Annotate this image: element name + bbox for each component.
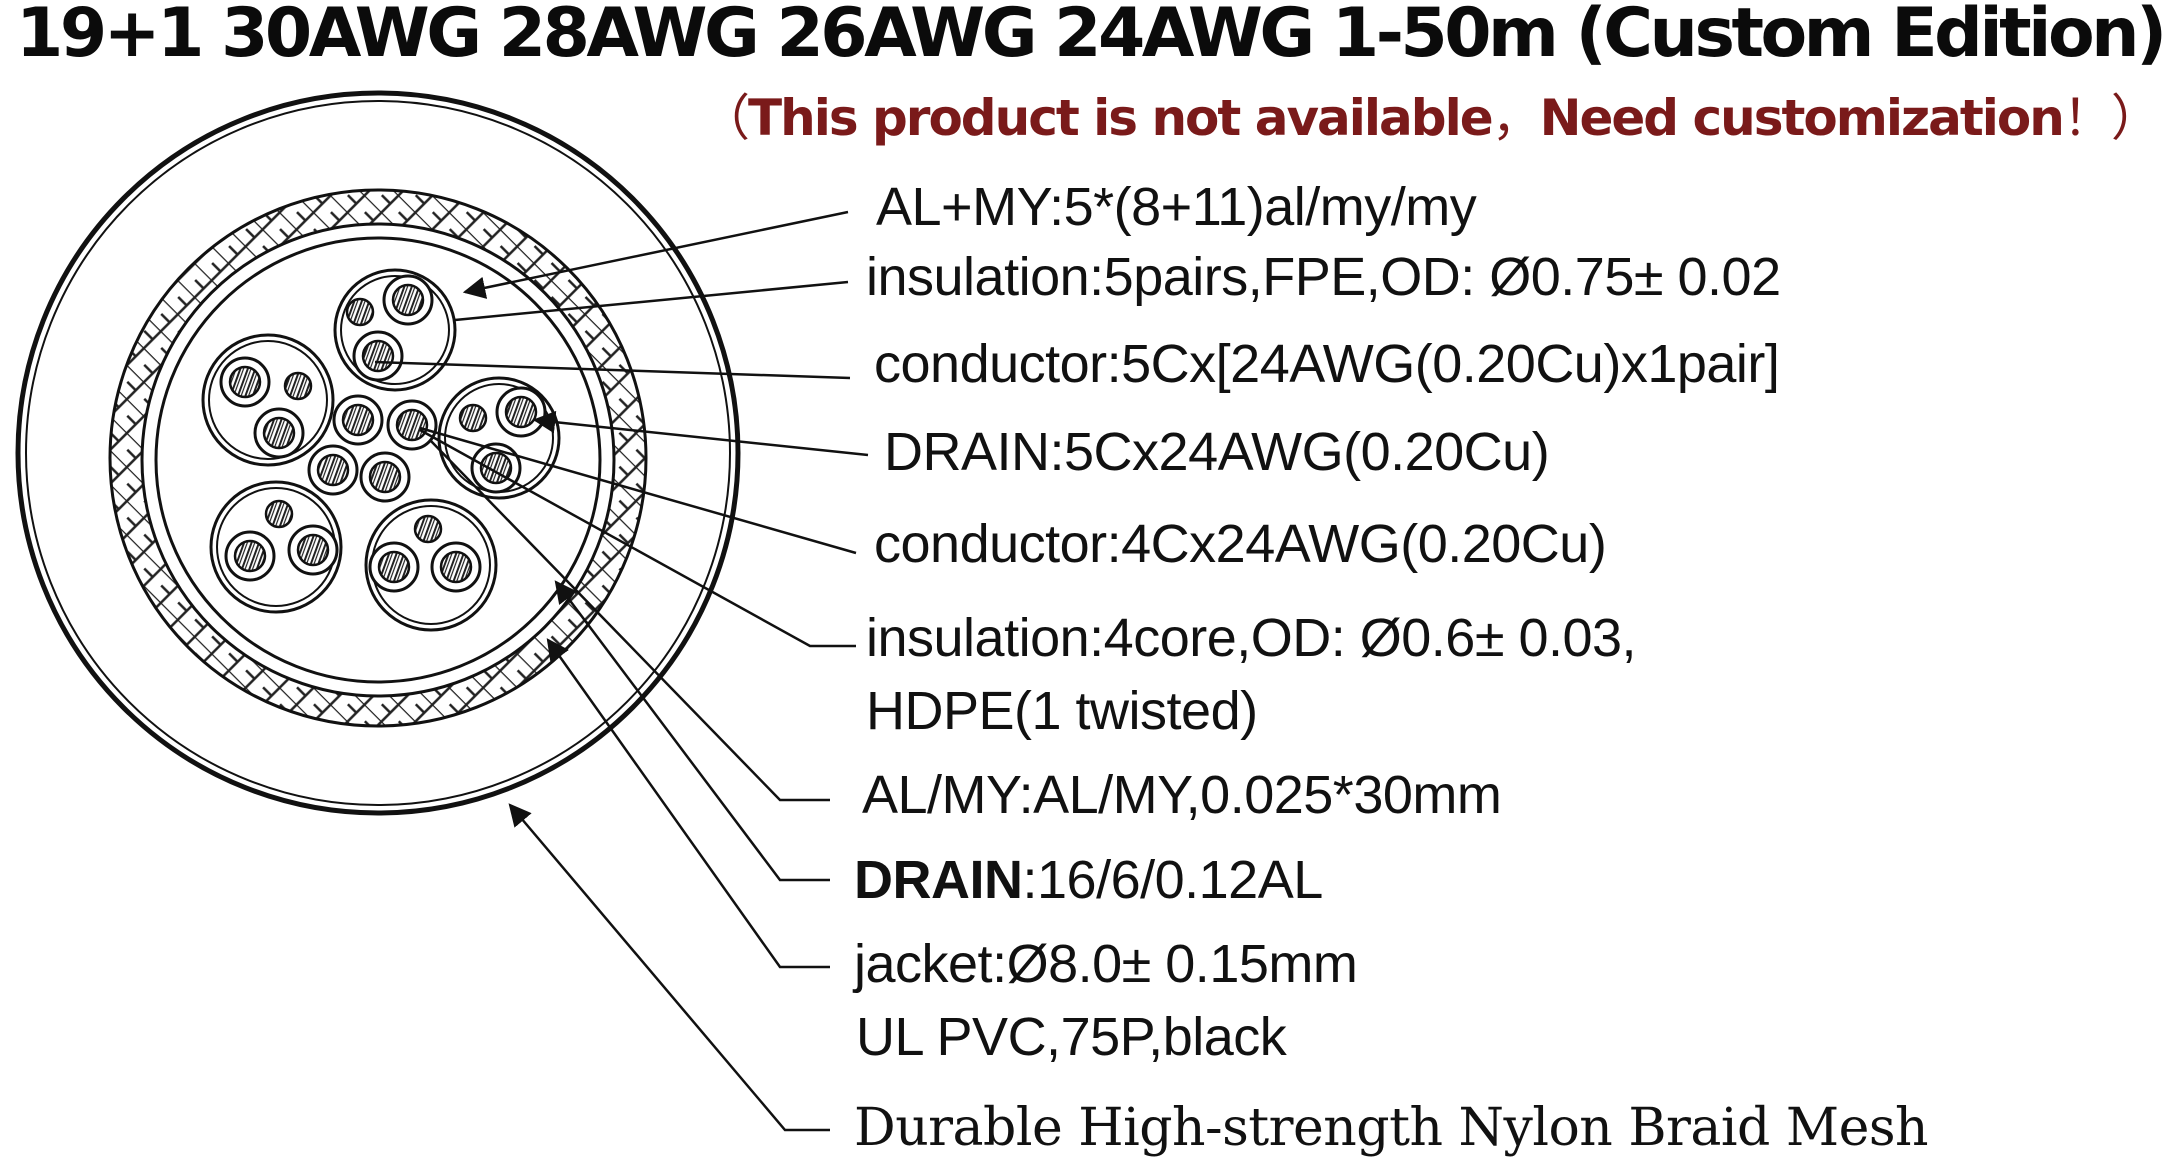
pair-drain-wire [264,499,294,529]
center-core-3-conductor [316,453,350,487]
pair-wire-2-conductor [262,416,296,450]
label-conductor-pairs: conductor:5Cx[24AWG(0.20Cu)x1pair] [874,334,1780,394]
pair-wire-1-conductor [228,365,262,399]
cable-cross-section [15,90,869,1132]
notice-unavailable-text: This product is not available [748,89,1494,147]
leader-line-1 [462,210,849,299]
center-core-2-conductor [395,408,429,442]
pair-drain-wire [458,403,488,433]
pair-drain-wire [413,514,443,544]
notice-customization-text: Need customization [1539,89,2065,147]
label-insulation-core: insulation:4core,OD: Ø0.6± 0.03, [866,608,1637,668]
page-title: 19+1 30AWG 28AWG 26AWG 24AWG 1-50m (Cust… [16,0,2164,73]
leader-lines [374,210,869,1132]
shielded-pair-5 [364,498,498,632]
pair-wire-1-conductor [233,539,267,573]
label-drain-outer: DRAIN:16/6/0.12AL [854,849,1323,911]
shielded-pair-2 [201,333,335,467]
leader-line-8 [554,580,830,882]
label-drain-outer-bold: DRAIN [854,850,1023,910]
notice-exclaim: ！ [2062,89,2113,147]
pair-wire-1-conductor [504,395,538,429]
leader-line-9 [546,638,830,969]
leader-line-4 [532,410,869,457]
label-conductor-core: conductor:4Cx24AWG(0.20Cu) [874,514,1607,574]
notice-separator: ， [1491,89,1542,147]
leader-line-3 [374,360,851,380]
cable-diagram: 19+1 30AWG 28AWG 26AWG 24AWG 1-50m (Cust… [15,0,2164,1158]
pair-wire-2-conductor [296,533,330,567]
pair-wire-1-conductor [377,550,411,584]
notice-close-paren: ） [2110,89,2161,147]
label-jacket-material: UL PVC,75P,black [856,1007,1287,1067]
shielded-pair-3 [437,376,561,500]
shielded-pairs [201,268,561,632]
leader-line-10 [508,803,830,1132]
label-jacket: jacket:Ø8.0± 0.15mm [854,934,1358,994]
pair-wire-1-conductor [391,283,425,317]
center-core-4-conductor [368,460,402,494]
pair-drain-wire [283,371,313,401]
availability-notice: （This product is not available，Need cust… [700,78,2161,150]
center-core-1-conductor [341,403,375,437]
label-insulation-pairs: insulation:5pairs,FPE,OD: Ø0.75± 0.02 [866,247,1781,307]
center-cores [307,394,438,503]
label-drain-pairs: DRAIN:5Cx24AWG(0.20Cu) [884,422,1550,482]
notice-open-paren: （ [700,89,750,147]
pair-wire-2-conductor [361,339,395,373]
jacket-inner-ring [25,100,731,806]
label-braid: Durable High-strength Nylon Braid Mesh [854,1098,1929,1158]
pair-drain-wire [345,297,375,327]
shielded-pair-1 [333,268,457,392]
label-insulation-core-material: HDPE(1 twisted) [866,681,1258,741]
leader-line-6 [419,428,856,648]
label-al-my-pairs: AL+MY:5*(8+11)al/my/my [876,177,1477,237]
shielded-pair-4 [209,480,343,614]
pair-wire-2-conductor [439,550,473,584]
leader-line-5 [419,426,857,555]
label-drain-outer-spec: :16/6/0.12AL [1022,850,1324,910]
leader-line-7 [429,439,830,802]
leader-line-2 [454,280,849,322]
label-al-my-outer: AL/MY:AL/MY,0.025*30mm [862,765,1502,825]
